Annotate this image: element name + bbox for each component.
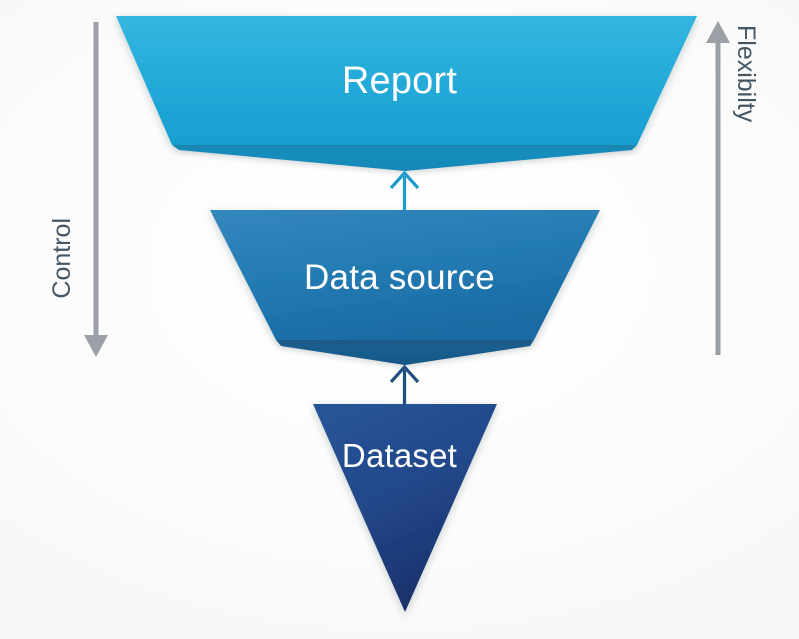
arrowhead-down-icon xyxy=(84,335,108,357)
stage-report-shadow-ribbon xyxy=(172,145,637,171)
stage-data-source-label: Data source xyxy=(304,258,495,297)
stage-report[interactable] xyxy=(116,16,697,171)
stage-data-source-shadow-ribbon xyxy=(276,340,534,365)
arrowhead-up-icon xyxy=(706,21,730,43)
stage-report-label: Report xyxy=(341,60,458,102)
connector-dataset-to-data-source xyxy=(389,364,420,406)
stage-dataset-shape xyxy=(313,404,497,612)
connector-data-source-to-report xyxy=(389,170,420,212)
arrowhead-up-icon xyxy=(389,364,420,384)
stage-dataset-label: Dataset xyxy=(341,437,458,474)
stage-dataset[interactable] xyxy=(313,404,497,612)
axis-flexibility-label: Flexibilty xyxy=(732,25,760,123)
axis-control-label: Control xyxy=(48,218,76,299)
stage-data-source[interactable] xyxy=(210,210,600,365)
stage-data-source-shape xyxy=(210,210,600,340)
axis-control xyxy=(84,22,108,357)
stage-report-shape xyxy=(116,16,697,145)
axis-flexibility xyxy=(706,21,730,355)
arrowhead-up-icon xyxy=(389,170,420,190)
